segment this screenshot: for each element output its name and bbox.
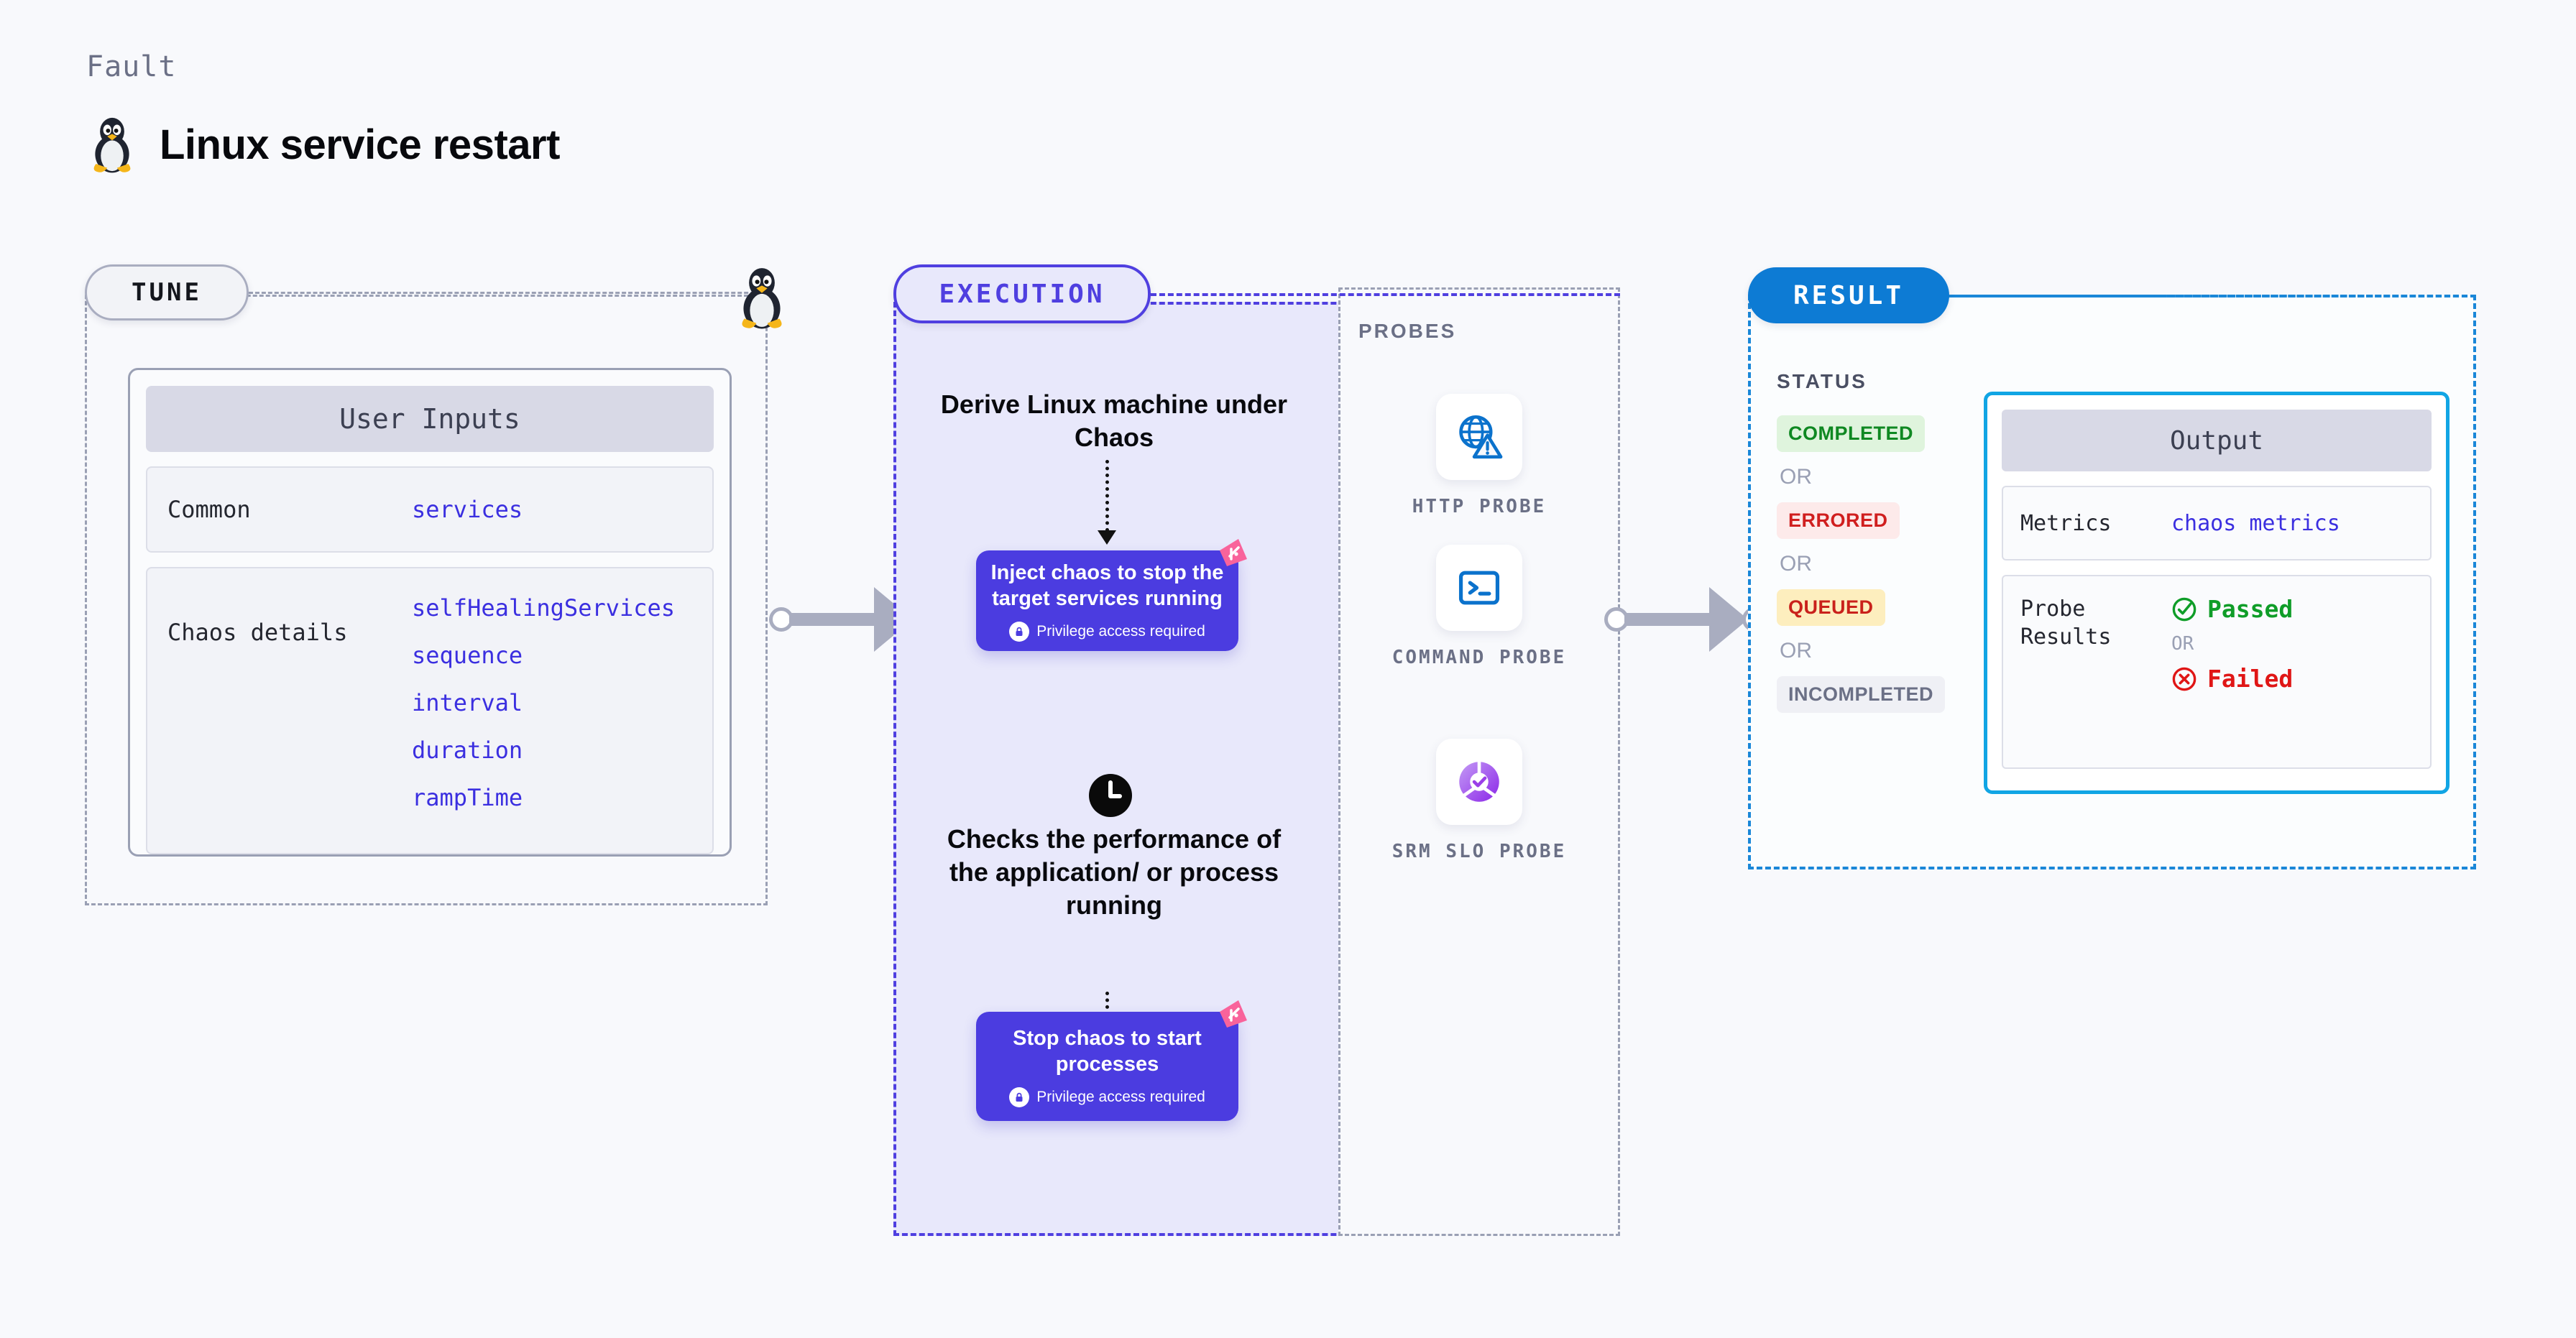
check-circle-icon	[2172, 597, 2196, 621]
result-section-pill[interactable]: RESULT	[1748, 267, 1949, 323]
result-connector-line	[1949, 295, 2476, 297]
terminal-icon	[1458, 571, 1500, 605]
page-eyebrow: Fault	[86, 50, 177, 83]
execution-section-pill[interactable]: EXECUTION	[893, 264, 1151, 323]
status-badge-queued: QUEUED	[1777, 589, 1885, 626]
x-circle-icon	[2172, 667, 2196, 691]
page-header: Linux service restart	[86, 115, 560, 174]
page-title: Linux service restart	[160, 121, 560, 168]
probe-result-passed-label: Passed	[2207, 595, 2294, 623]
arrow-shaft	[789, 613, 874, 626]
output-card: Output Metrics chaos metrics Probe Resul…	[1984, 392, 2450, 794]
output-probe-label: Probe Results	[2020, 596, 2112, 650]
probe-result-or-label: OR	[2171, 633, 2194, 655]
status-or-label: OR	[1780, 465, 1812, 489]
probe-item-http[interactable]: HTTP PROBE	[1338, 394, 1620, 520]
execution-connector-line	[1151, 293, 1620, 296]
user-inputs-card: User Inputs Common services Chaos detail…	[128, 368, 732, 857]
privilege-text: Privilege access required	[1036, 623, 1205, 640]
arrow-shaft	[1624, 613, 1709, 626]
globe-warning-icon	[1459, 415, 1503, 459]
output-metrics-value[interactable]: chaos metrics	[2171, 510, 2340, 536]
status-or-label: OR	[1780, 639, 1812, 663]
execution-step-derive-machine: Derive Linux machine under Chaos	[940, 389, 1288, 453]
user-input-row-chaos-details: Chaos details selfHealingServices sequen…	[146, 567, 714, 854]
lock-icon	[1009, 1087, 1030, 1108]
tune-section-boundary	[85, 295, 768, 905]
probes-title: PROBES	[1358, 320, 1457, 342]
slo-donut-check-icon	[1459, 760, 1499, 802]
output-row-metrics: Metrics chaos metrics	[2002, 486, 2432, 560]
probe-result-failed: Failed	[2171, 665, 2293, 693]
user-input-values: selfHealingServices sequence interval du…	[412, 594, 675, 811]
probe-label: SRM SLO PROBE	[1392, 841, 1567, 862]
user-inputs-title: User Inputs	[146, 386, 714, 452]
execution-step-check-performance: Checks the performance of the applicatio…	[947, 824, 1282, 921]
probe-result-passed: Passed	[2171, 595, 2293, 623]
chaos-badge-icon	[1220, 539, 1247, 566]
user-input-row-common: Common services	[146, 466, 714, 553]
clock-icon	[1089, 774, 1132, 817]
user-input-value[interactable]: duration	[412, 737, 523, 764]
probe-icon-box	[1436, 394, 1522, 480]
probe-result-failed-label: Failed	[2207, 665, 2294, 693]
arrow-head-icon	[1709, 587, 1748, 652]
chaos-badge-icon	[1220, 1000, 1247, 1028]
user-input-value[interactable]: services	[412, 496, 523, 523]
status-title: STATUS	[1777, 370, 1867, 392]
probe-label: COMMAND PROBE	[1392, 647, 1567, 668]
user-input-values: services	[412, 496, 523, 523]
probe-label: HTTP PROBE	[1412, 496, 1547, 517]
user-input-label: Chaos details	[167, 619, 348, 646]
user-input-value[interactable]: selfHealingServices	[412, 594, 676, 622]
privilege-text: Privilege access required	[1036, 1089, 1205, 1106]
status-badge-completed: COMPLETED	[1777, 415, 1926, 452]
tune-section-pill[interactable]: TUNE	[85, 264, 249, 320]
probe-item-command[interactable]: COMMAND PROBE	[1338, 545, 1620, 670]
user-input-value[interactable]: sequence	[412, 642, 523, 669]
chaos-card-title: Stop chaos to start processes	[1013, 1026, 1202, 1076]
user-input-value[interactable]: rampTime	[412, 784, 523, 811]
user-input-label: Common	[167, 496, 251, 523]
chaos-card-title: Inject chaos to stop the target services…	[990, 560, 1224, 610]
arrow-execution-to-result	[1604, 587, 1767, 652]
probe-icon-box	[1436, 739, 1522, 825]
user-input-value[interactable]: interval	[412, 689, 523, 716]
tux-penguin-icon	[93, 117, 131, 173]
status-or-label: OR	[1780, 552, 1812, 576]
status-badge-incompleted: INCOMPLETED	[1777, 676, 1946, 713]
output-row-probe-results: Probe Results Passed OR Failed	[2002, 575, 2432, 769]
status-badge-errored: ERRORED	[1777, 502, 1900, 539]
tux-penguin-corner-icon	[732, 264, 792, 331]
privilege-notice: Privilege access required	[1009, 1087, 1205, 1108]
probe-result-values: Passed OR Failed	[2171, 595, 2293, 693]
tune-connector-line	[249, 292, 768, 294]
probe-item-srm-slo[interactable]: SRM SLO PROBE	[1338, 739, 1620, 864]
output-title: Output	[2002, 410, 2432, 471]
probe-icon-box	[1436, 545, 1522, 631]
execution-step-stop-chaos[interactable]: Stop chaos to start processes Privilege …	[976, 1000, 1247, 1121]
privilege-notice: Privilege access required	[1009, 622, 1205, 642]
status-list: COMPLETED OR ERRORED OR QUEUED OR INCOMP…	[1777, 415, 1964, 713]
execution-step-inject-chaos[interactable]: Inject chaos to stop the target services…	[976, 539, 1247, 651]
lock-icon	[1009, 622, 1030, 642]
output-metrics-label: Metrics	[2020, 510, 2112, 536]
